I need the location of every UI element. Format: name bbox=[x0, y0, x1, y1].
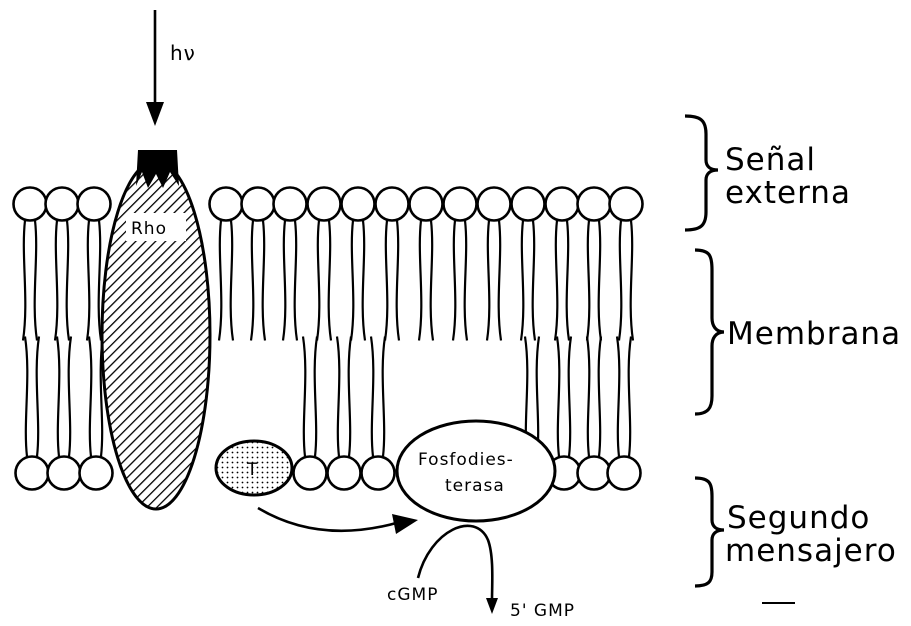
lipid-tail bbox=[263, 221, 265, 341]
brace-segundo bbox=[695, 478, 724, 586]
senal-label-line2: externa bbox=[725, 175, 851, 211]
lipid-tail bbox=[629, 337, 631, 457]
lipid-tail bbox=[533, 221, 535, 341]
lipid-tail bbox=[397, 221, 399, 341]
lipid-tail bbox=[587, 221, 589, 341]
lipid-tail bbox=[617, 337, 619, 457]
lipid-head bbox=[410, 188, 443, 221]
light-arrow bbox=[146, 10, 164, 126]
lipid-head bbox=[328, 457, 361, 490]
light-label: hν bbox=[170, 41, 196, 65]
lipid-head bbox=[294, 457, 327, 490]
brace-membrana bbox=[695, 250, 724, 414]
lipid-head bbox=[14, 188, 47, 221]
lipid-tail bbox=[35, 221, 37, 341]
lipid-tail bbox=[567, 221, 569, 341]
lipid-tail bbox=[337, 337, 339, 457]
lipid-tail bbox=[303, 337, 305, 457]
lipid-tail bbox=[569, 337, 571, 457]
lipid-tail bbox=[219, 221, 221, 341]
lipid-tail bbox=[385, 221, 387, 341]
lipid-tail bbox=[283, 221, 285, 341]
lipid-tail bbox=[557, 337, 559, 457]
lipid-head bbox=[608, 457, 641, 490]
lipid-tail bbox=[619, 221, 621, 341]
lipid-tail bbox=[431, 221, 433, 341]
segundo-label-line1: Segundo bbox=[727, 500, 870, 536]
lipid-head bbox=[546, 188, 579, 221]
lipid-head bbox=[444, 188, 477, 221]
lipid-tail bbox=[631, 221, 633, 341]
lipid-head bbox=[242, 188, 275, 221]
lipid-tail bbox=[87, 221, 89, 341]
membrana-label: Membrana bbox=[727, 316, 901, 352]
lipid-head bbox=[46, 188, 79, 221]
lipid-tail bbox=[465, 221, 467, 341]
lipid-tail bbox=[383, 337, 385, 457]
lipid-tail bbox=[599, 221, 601, 341]
senal-label-line1: Señal bbox=[725, 142, 816, 178]
phosphodiesterase-label-line1: Fosfodies- bbox=[418, 450, 514, 470]
5gmp-label: 5' GMP bbox=[510, 601, 575, 621]
lipid-tail bbox=[89, 337, 91, 457]
lipid-head bbox=[78, 188, 111, 221]
lipid-tail bbox=[499, 221, 501, 341]
lipid-tail bbox=[315, 337, 317, 457]
outer-leaflet-heads bbox=[14, 188, 643, 221]
lipid-head bbox=[342, 188, 375, 221]
lipid-head bbox=[578, 457, 611, 490]
rhodopsin-label: Rho bbox=[131, 219, 167, 239]
lipid-tail bbox=[371, 337, 373, 457]
lipid-tail bbox=[317, 221, 319, 341]
lipid-tail bbox=[69, 337, 71, 457]
segundo-label-line2: mensajero bbox=[725, 533, 897, 569]
lipid-head bbox=[48, 457, 81, 490]
cgmp-label: cGMP bbox=[387, 585, 438, 605]
activation-arrow bbox=[258, 508, 418, 534]
lipid-tail bbox=[351, 221, 353, 341]
lipid-head bbox=[362, 457, 395, 490]
lipid-tail bbox=[295, 221, 297, 341]
lipid-tail bbox=[349, 337, 351, 457]
brace-senal bbox=[685, 116, 718, 230]
lipid-tail bbox=[419, 221, 421, 341]
lipid-head bbox=[274, 188, 307, 221]
lipid-head bbox=[16, 457, 49, 490]
lipid-tail bbox=[363, 221, 365, 341]
lipid-head bbox=[578, 188, 611, 221]
lipid-head bbox=[80, 457, 113, 490]
phosphodiesterase-enzyme bbox=[397, 421, 555, 521]
lipid-tail bbox=[555, 221, 557, 341]
lipid-tail bbox=[329, 221, 331, 341]
lipid-tail bbox=[37, 337, 39, 457]
lipid-tail bbox=[57, 337, 59, 457]
lipid-tail bbox=[55, 221, 57, 341]
lipid-tail bbox=[25, 337, 27, 457]
lipid-head bbox=[512, 188, 545, 221]
lipid-tail bbox=[521, 221, 523, 341]
rhodopsin-protein bbox=[102, 150, 210, 509]
transducin-label: T bbox=[246, 460, 258, 480]
lipid-head bbox=[210, 188, 243, 221]
lipid-head bbox=[478, 188, 511, 221]
lipid-tail bbox=[453, 221, 455, 341]
lipid-tail bbox=[599, 337, 601, 457]
lipid-tail bbox=[487, 221, 489, 341]
lipid-tail bbox=[251, 221, 253, 341]
lipid-tail bbox=[67, 221, 69, 341]
lipid-head bbox=[308, 188, 341, 221]
phosphodiesterase-label-line2: terasa bbox=[445, 476, 505, 496]
lipid-head bbox=[610, 188, 643, 221]
lipid-tail bbox=[23, 221, 25, 341]
lipid-tail bbox=[587, 337, 589, 457]
lipid-tail bbox=[231, 221, 233, 341]
lipid-head bbox=[376, 188, 409, 221]
